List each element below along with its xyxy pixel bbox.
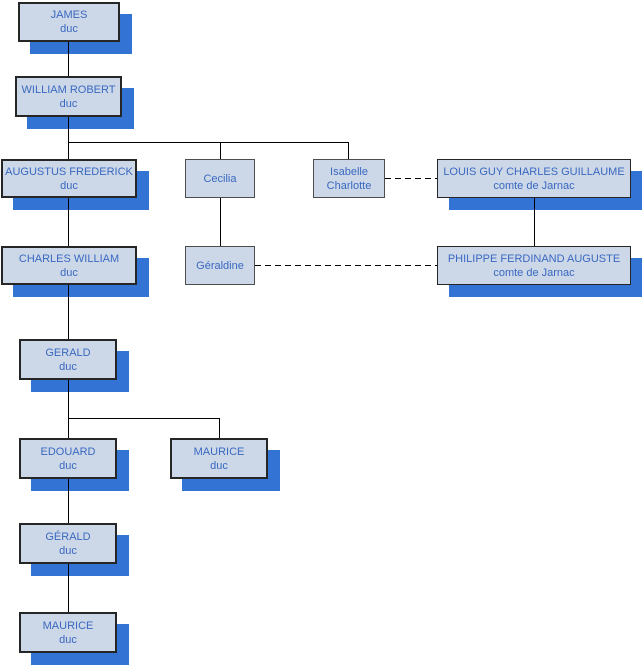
person-name: CHARLES WILLIAM [18, 252, 120, 265]
connector-branch-row3 [68, 142, 349, 143]
node-william-robert[interactable]: WILLIAM ROBERT duc [15, 76, 122, 117]
person-title: duc [210, 459, 228, 472]
connector-cecilia-geraldine [220, 198, 221, 246]
node-geraldine[interactable]: Géraldine [185, 246, 255, 285]
marriage-line-geraldine-philippe [255, 265, 437, 266]
person-title: comte de Jarnac [493, 179, 575, 192]
node-edouard[interactable]: EDOUARD duc [19, 438, 117, 479]
node-gerald[interactable]: GERALD duc [19, 339, 117, 380]
person-title: duc [60, 266, 78, 279]
person-title: comte de Jarnac [493, 266, 575, 279]
connector-stub-maurice2 [219, 418, 220, 438]
node-gerald-ii[interactable]: GÉRALD duc [19, 523, 117, 564]
person-name: Cecilia [203, 172, 237, 185]
connector-james-william [68, 42, 69, 76]
connector-gerald2-maurice3 [68, 564, 69, 612]
person-title: duc [60, 179, 78, 192]
connector-gerald-down [68, 380, 69, 438]
node-maurice-ii[interactable]: MAURICE duc [19, 612, 117, 653]
connector-charles-gerald [68, 285, 69, 339]
node-augustus-frederick[interactable]: AUGUSTUS FREDERICK duc [1, 159, 137, 198]
connector-branch-row6 [68, 418, 220, 419]
person-name: JAMES [50, 9, 88, 21]
person-name: GÉRALD [45, 530, 91, 543]
person-name: MAURICE [42, 619, 94, 632]
person-name: GERALD [45, 346, 91, 359]
node-philippe-ferdinand-auguste[interactable]: PHILIPPE FERDINAND AUGUSTE comte de Jarn… [437, 246, 631, 285]
node-charles-william[interactable]: CHARLES WILLIAM duc [1, 246, 137, 285]
person-name: WILLIAM ROBERT [21, 83, 116, 96]
person-name: MAURICE [193, 445, 245, 458]
person-title: duc [59, 97, 78, 110]
node-cecilia[interactable]: Cecilia [185, 159, 255, 198]
person-name: EDOUARD [40, 445, 96, 458]
connector-stub-isabelle [348, 142, 349, 159]
person-title: duc [59, 459, 77, 472]
node-james[interactable]: JAMES duc [18, 2, 120, 42]
connector-william-down [68, 117, 69, 159]
person-name: PHILIPPE FERDINAND AUGUSTE [447, 252, 621, 265]
person-title: duc [60, 23, 78, 35]
person-name: Géraldine [196, 259, 244, 272]
connector-edouard-gerald2 [68, 479, 69, 523]
person-name: AUGUSTUS FREDERICK [5, 165, 133, 178]
connector-augustus-charles [68, 198, 69, 246]
connector-louis-philippe [534, 198, 535, 246]
person-name: Isabelle Charlotte [326, 165, 372, 192]
marriage-line-isabelle-louis [385, 178, 437, 179]
node-louis-guy-charles-guillaume[interactable]: LOUIS GUY CHARLES GUILLAUME comte de Jar… [437, 159, 631, 198]
person-title: duc [59, 633, 77, 646]
node-isabelle-charlotte[interactable]: Isabelle Charlotte [313, 159, 385, 198]
connector-stub-cecilia [220, 142, 221, 159]
person-title: duc [59, 544, 77, 557]
person-name: LOUIS GUY CHARLES GUILLAUME [443, 165, 625, 178]
node-maurice[interactable]: MAURICE duc [170, 438, 268, 479]
person-title: duc [59, 360, 77, 373]
